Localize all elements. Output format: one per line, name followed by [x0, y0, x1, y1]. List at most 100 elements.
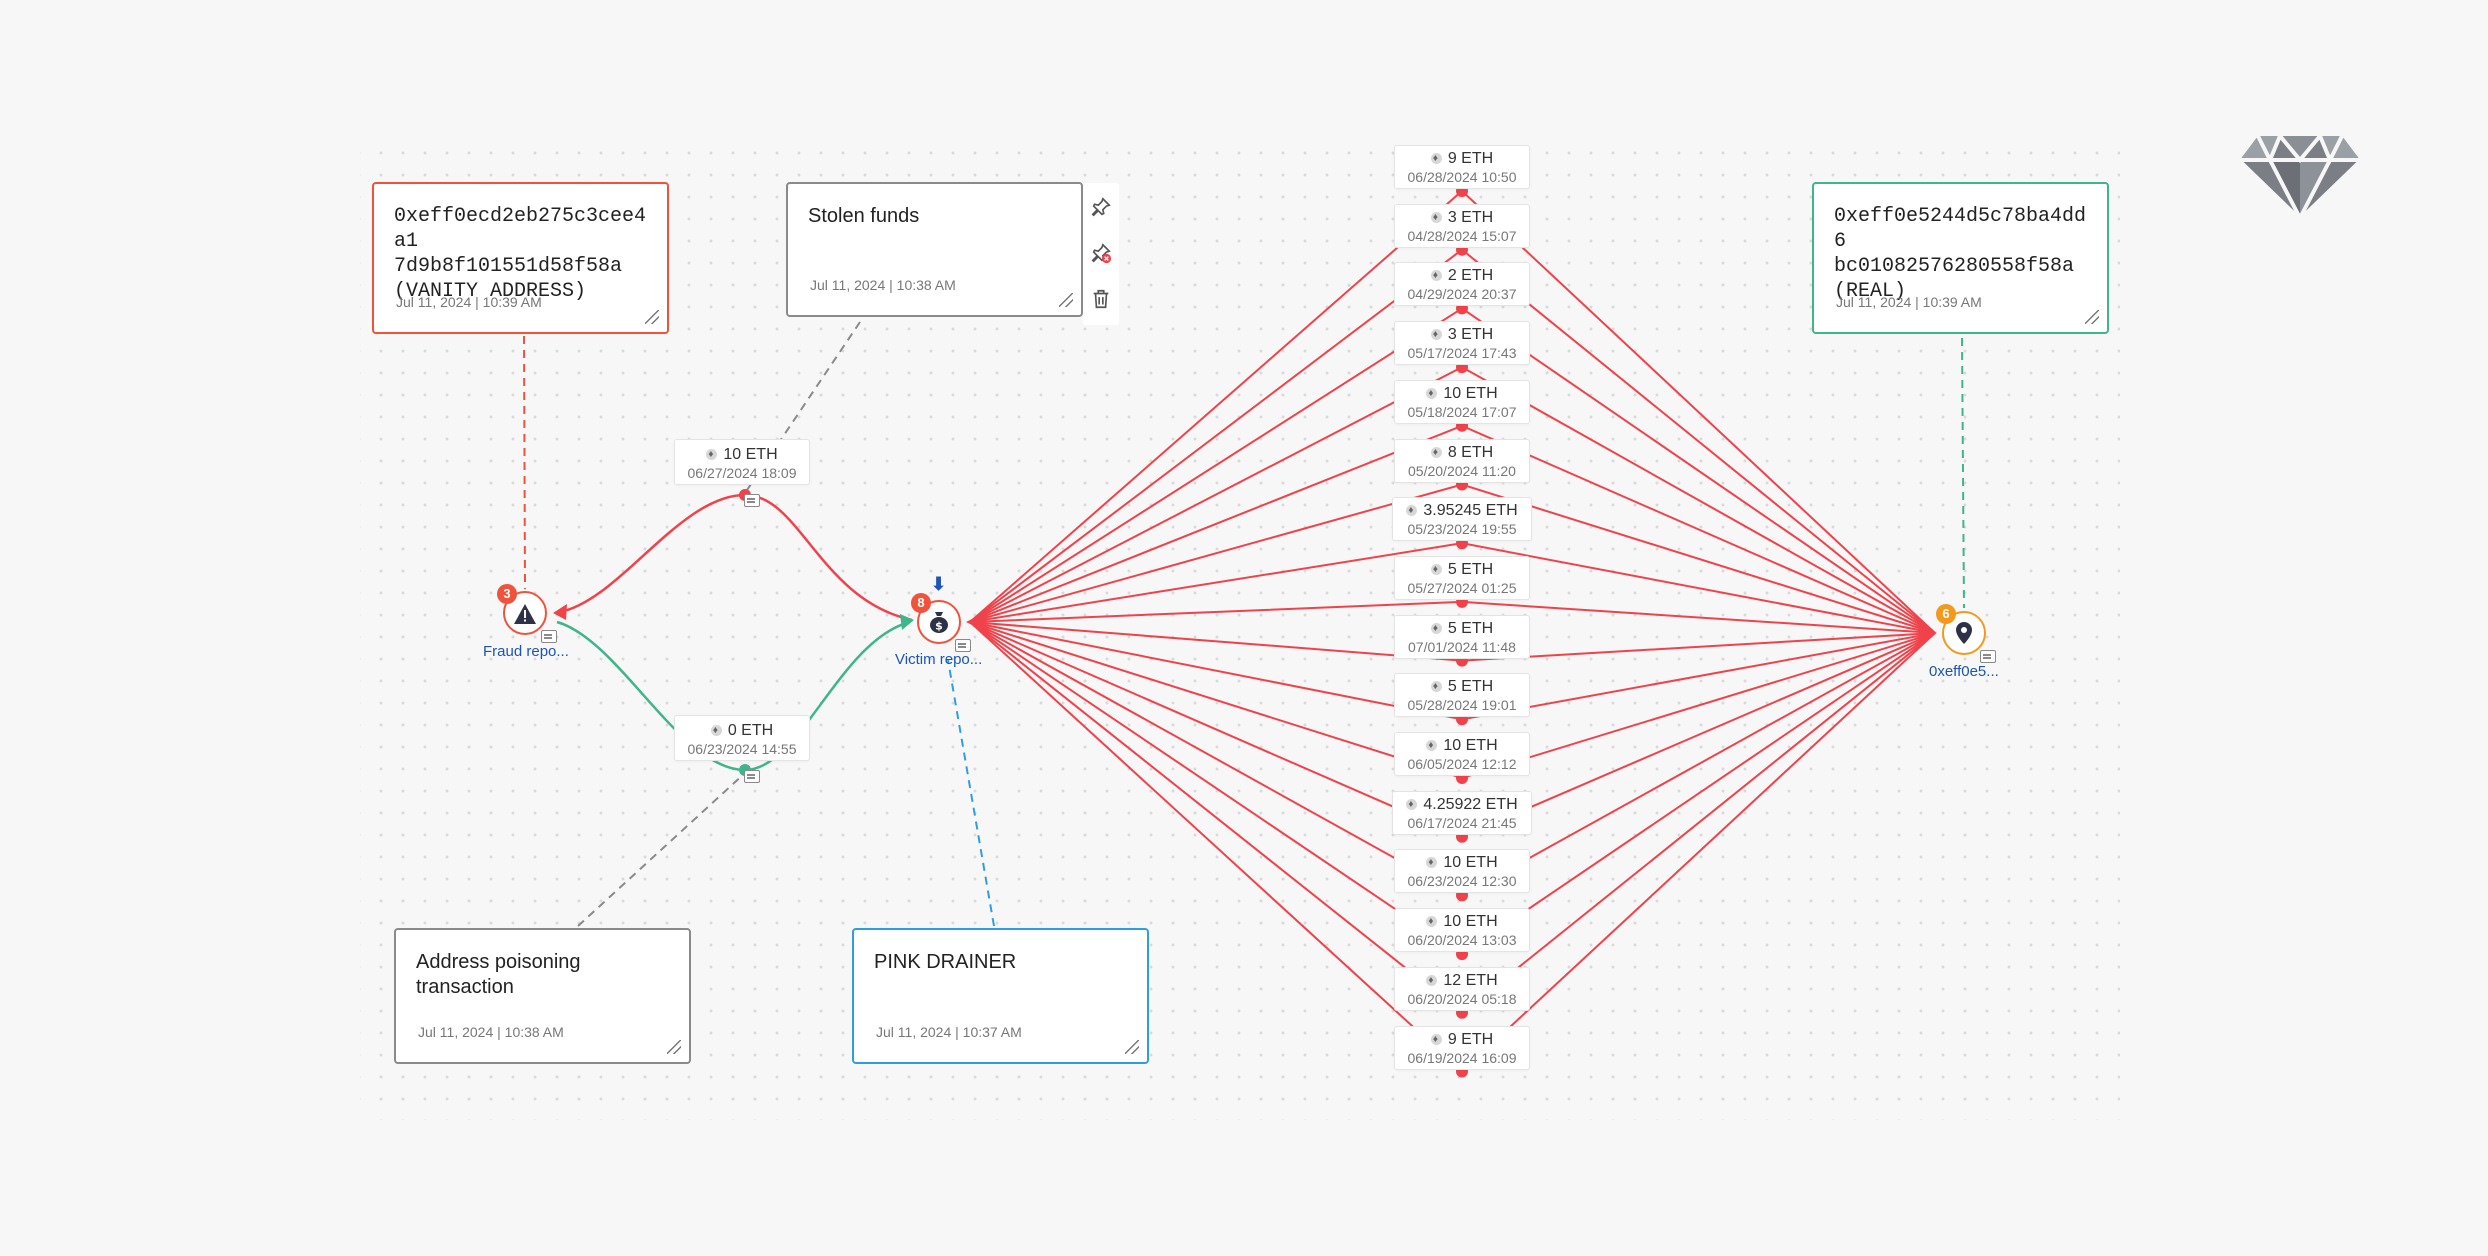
node-label[interactable]: Victim repo... [895, 651, 983, 668]
alert-count-badge: 3 [497, 584, 517, 604]
eth-icon [1426, 385, 1438, 403]
resize-handle-icon[interactable] [2085, 310, 2099, 324]
note-timestamp: Jul 11, 2024 | 10:37 AM [876, 1024, 1022, 1040]
transfer-date: 05/28/2024 19:01 [1407, 697, 1517, 714]
node-label[interactable]: 0xeff0e5... [1929, 663, 1999, 680]
transfer-date: 04/29/2024 20:37 [1407, 286, 1517, 303]
transfer-date: 06/27/2024 18:09 [687, 465, 797, 481]
eth-icon [1406, 502, 1418, 520]
eth-icon [710, 722, 722, 740]
transfer-amount: 10 ETH [723, 446, 778, 463]
note-stolen-funds[interactable]: Stolen funds Jul 11, 2024 | 10:38 AM [786, 182, 1083, 317]
transfer-amount-text: 2 ETH [1447, 267, 1494, 285]
alert-count-badge: 6 [1936, 604, 1956, 624]
transfer-label[interactable]: 9 ETH 06/28/2024 10:50 [1394, 145, 1530, 189]
node-destination-address[interactable]: 6 [1936, 604, 1996, 663]
transfer-amount-text: 10 ETH [1443, 913, 1498, 931]
note-text: Stolen funds [808, 205, 920, 227]
node-label[interactable]: Fraud repo... [483, 643, 569, 660]
note-address-poisoning[interactable]: Address poisoning transaction Jul 11, 20… [394, 928, 691, 1064]
alert-count-badge: 8 [911, 593, 931, 613]
resize-handle-icon[interactable] [645, 310, 659, 324]
node-victim-report[interactable]: $ 8 [911, 593, 971, 652]
transfer-label-left-2[interactable]: 0 ETH 06/23/2024 14:55 [674, 715, 810, 761]
eth-icon [1430, 326, 1442, 344]
note-text: 0xeff0e5244d5c78ba4dd6 bc01082576280558f… [1834, 205, 2087, 303]
transfer-date: 06/20/2024 05:18 [1407, 990, 1517, 1007]
transfer-amount-text: 9 ETH [1447, 1030, 1494, 1048]
comment-icon[interactable] [744, 494, 760, 507]
transfer-amount-text: 12 ETH [1443, 971, 1498, 989]
transfer-date: 06/23/2024 14:55 [687, 741, 797, 757]
note-vanity-address[interactable]: 0xeff0ecd2eb275c3cee4a1 7d9b8f101551d58f… [372, 182, 669, 334]
unpin-icon[interactable] [1083, 229, 1119, 275]
transfer-date: 05/20/2024 11:20 [1408, 462, 1516, 479]
note-connector-poisoning [577, 772, 746, 927]
transfer-date: 06/28/2024 10:50 [1407, 169, 1517, 185]
eth-icon [1430, 209, 1442, 227]
transfer-amount: 5 ETH [1395, 561, 1529, 579]
transfer-amount: 5 ETH [1395, 678, 1529, 696]
transfer-date: 06/17/2024 21:45 [1407, 814, 1517, 831]
transfer-amount-text: 3 ETH [1447, 208, 1494, 226]
transfer-amount: 10 ETH [1395, 737, 1529, 755]
transfer-amount-text: 5 ETH [1447, 678, 1494, 696]
comment-icon[interactable] [955, 639, 971, 652]
resize-handle-icon[interactable] [1059, 293, 1073, 307]
eth-icon [1430, 150, 1442, 168]
transfer-amount: 3.95245 ETH [1393, 502, 1531, 520]
note-real-address[interactable]: 0xeff0e5244d5c78ba4dd6 bc01082576280558f… [1812, 182, 2109, 334]
transfer-amount: 3 ETH [1395, 326, 1529, 344]
note-timestamp: Jul 11, 2024 | 10:38 AM [810, 277, 956, 293]
transfer-label-left-1[interactable]: 10 ETH 06/27/2024 18:09 [674, 439, 810, 485]
note-pink-drainer[interactable]: PINK DRAINER Jul 11, 2024 | 10:37 AM [852, 928, 1149, 1064]
eth-icon [1430, 678, 1442, 696]
transfer-amount-text: 10 ETH [1443, 854, 1498, 872]
transfer-amount: 0 ETH [727, 722, 774, 739]
trash-icon[interactable] [1083, 275, 1119, 321]
note-connector-drainer [947, 659, 995, 927]
transfer-amount: 8 ETH [1395, 444, 1529, 462]
comment-icon[interactable] [1980, 650, 1996, 663]
note-timestamp: Jul 11, 2024 | 10:38 AM [418, 1024, 564, 1040]
diamond-logo-icon [2238, 132, 2362, 225]
resize-handle-icon[interactable] [667, 1040, 681, 1054]
transfer-amount-text: 4.25922 ETH [1423, 795, 1518, 813]
transfer-date: 06/05/2024 12:12 [1407, 756, 1517, 772]
download-arrow-icon[interactable]: ⬇ [931, 574, 947, 594]
node-fraud-report[interactable]: 3 [497, 584, 557, 643]
transfer-amount: 3 ETH [1395, 209, 1529, 227]
moneybag-icon: $ [919, 602, 959, 642]
resize-handle-icon[interactable] [1125, 1040, 1139, 1054]
transfer-edge-victim-to-destination[interactable] [969, 621, 1936, 956]
note-timestamp: Jul 11, 2024 | 10:39 AM [396, 294, 542, 310]
note-text: 0xeff0ecd2eb275c3cee4a1 7d9b8f101551d58f… [394, 205, 647, 303]
transfer-amount-text: 9 ETH [1447, 150, 1494, 167]
edge-origin [966, 615, 980, 629]
transfer-amount-text: 5 ETH [1447, 619, 1494, 637]
comment-icon[interactable] [541, 630, 557, 643]
transfer-amount: 9 ETH [1395, 150, 1529, 168]
note-connector-vanity [523, 335, 526, 590]
eth-icon [1426, 913, 1438, 931]
transfer-date: 06/19/2024 16:09 [1407, 1049, 1517, 1066]
note-connector-real [1961, 337, 1965, 609]
comment-icon[interactable] [744, 770, 760, 783]
pin-icon[interactable] [1083, 183, 1119, 229]
